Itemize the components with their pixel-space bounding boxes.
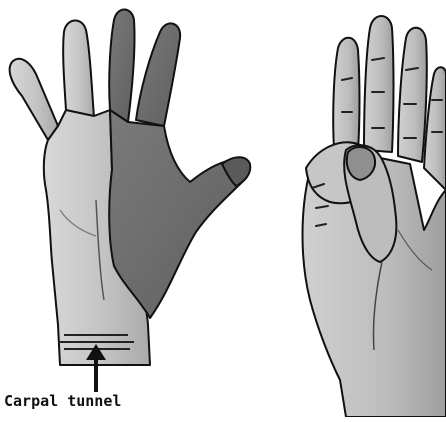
left-little-finger [10, 59, 58, 140]
left-radial-palm-shaded [109, 110, 247, 318]
left-hand [10, 10, 251, 393]
right-hand [303, 16, 446, 417]
left-ring-finger [63, 20, 94, 118]
left-index-finger-shaded [136, 23, 180, 126]
left-middle-finger-shaded [109, 10, 134, 123]
right-index-finger [333, 38, 359, 150]
carpal-tunnel-label: Carpal tunnel [4, 392, 204, 410]
right-ring-finger [398, 28, 427, 162]
right-thumbnail [347, 147, 375, 180]
right-middle-finger [364, 16, 394, 152]
